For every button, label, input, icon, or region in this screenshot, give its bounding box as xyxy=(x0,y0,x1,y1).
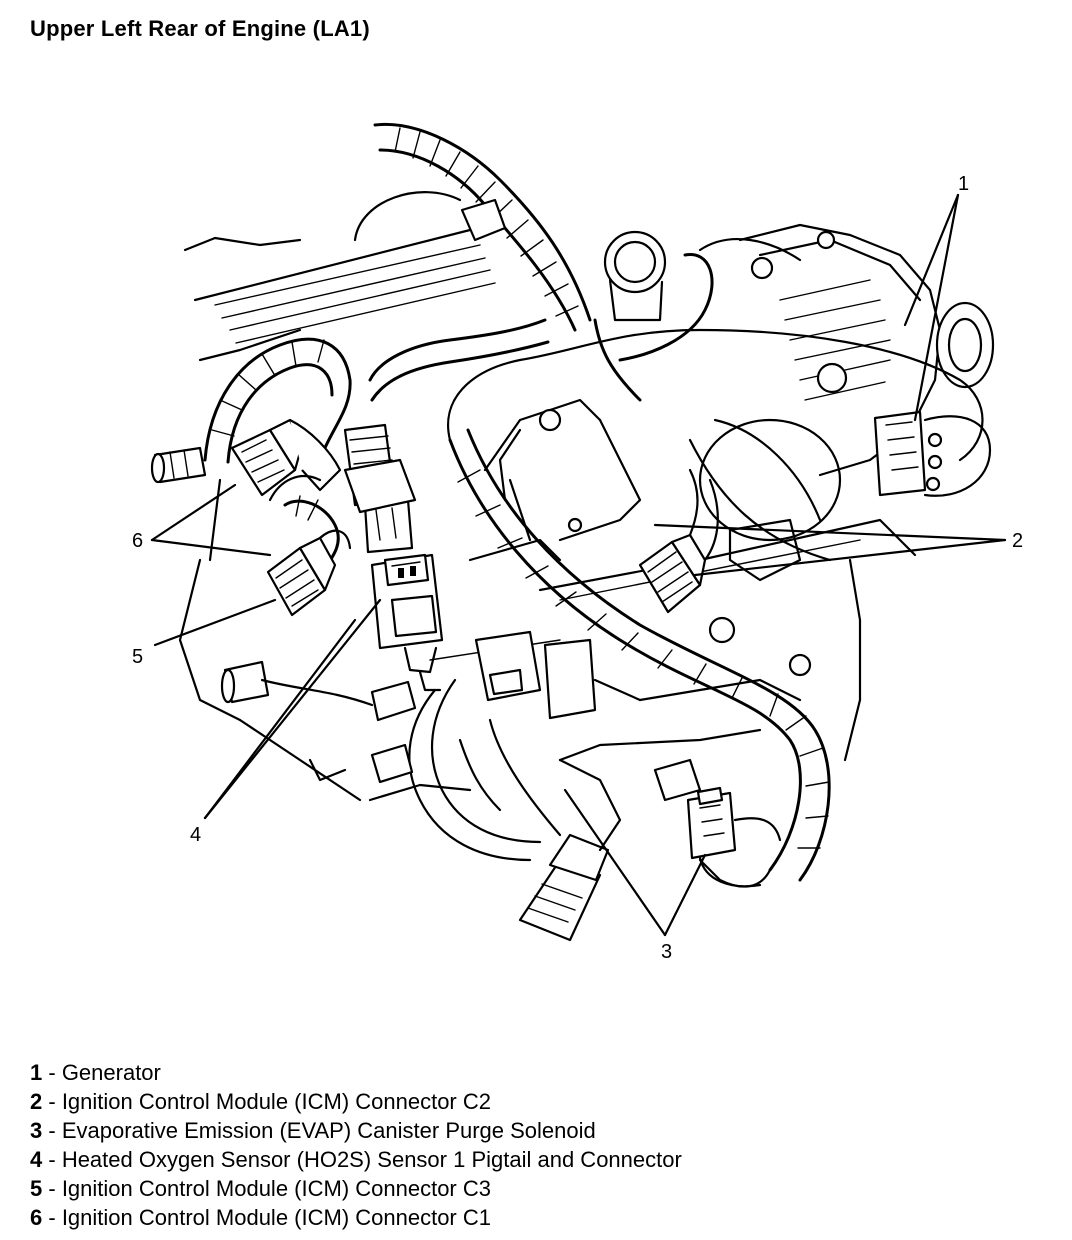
callout-6: 6 xyxy=(132,530,143,552)
legend-number: 1 xyxy=(30,1060,43,1085)
engine-illustration: 1 2 3 4 5 6 xyxy=(132,122,1023,963)
legend-text: Ignition Control Module (ICM) Connector … xyxy=(61,1176,491,1201)
legend-number: 5 xyxy=(30,1176,43,1201)
legend-separator: - xyxy=(42,1089,62,1114)
legend-text: Generator xyxy=(61,1060,161,1085)
legend-item: 5 - Ignition Control Module (ICM) Connec… xyxy=(30,1174,682,1203)
page-title: Upper Left Rear of Engine (LA1) xyxy=(30,16,370,41)
legend-separator: - xyxy=(42,1060,62,1085)
icm-connector-c2 xyxy=(638,468,719,614)
legend-text: Ignition Control Module (ICM) Connector … xyxy=(61,1205,491,1230)
spark-plug-boots xyxy=(150,446,417,784)
legend-separator: - xyxy=(42,1147,62,1172)
legend-number: 3 xyxy=(30,1118,43,1143)
callout-3: 3 xyxy=(661,941,672,963)
legend-item: 1 - Generator xyxy=(30,1058,682,1087)
ho2s-connector xyxy=(370,553,642,720)
legend-item: 6 - Ignition Control Module (ICM) Connec… xyxy=(30,1203,682,1232)
legend-item: 4 - Heated Oxygen Sensor (HO2S) Sensor 1… xyxy=(30,1145,682,1174)
legend-item: 3 - Evaporative Emission (EVAP) Canister… xyxy=(30,1116,682,1145)
legend-separator: - xyxy=(42,1118,62,1143)
engine-block xyxy=(178,191,917,802)
wiring-harness xyxy=(203,122,984,942)
legend: 1 - Generator 2 - Ignition Control Modul… xyxy=(30,1058,682,1232)
callout-2: 2 xyxy=(1012,530,1023,552)
callout-leaders xyxy=(150,193,1007,937)
legend-number: 2 xyxy=(30,1089,43,1114)
legend-separator: - xyxy=(42,1205,62,1230)
legend-item: 2 - Ignition Control Module (ICM) Connec… xyxy=(30,1087,682,1116)
legend-text: Evaporative Emission (EVAP) Canister Pur… xyxy=(61,1118,596,1143)
generator xyxy=(688,223,995,562)
callout-5: 5 xyxy=(132,646,143,668)
callout-1: 1 xyxy=(958,173,969,195)
generator-connector xyxy=(873,410,992,497)
legend-number: 4 xyxy=(30,1147,43,1172)
callout-4: 4 xyxy=(190,824,201,846)
evap-purge-solenoid xyxy=(686,786,782,888)
legend-separator: - xyxy=(42,1176,62,1201)
icm-connector-c3 xyxy=(266,529,352,617)
legend-text: Ignition Control Module (ICM) Connector … xyxy=(61,1089,491,1114)
legend-number: 6 xyxy=(30,1205,43,1230)
icm-connector-c1 xyxy=(230,418,417,554)
legend-text: Heated Oxygen Sensor (HO2S) Sensor 1 Pig… xyxy=(61,1147,682,1172)
